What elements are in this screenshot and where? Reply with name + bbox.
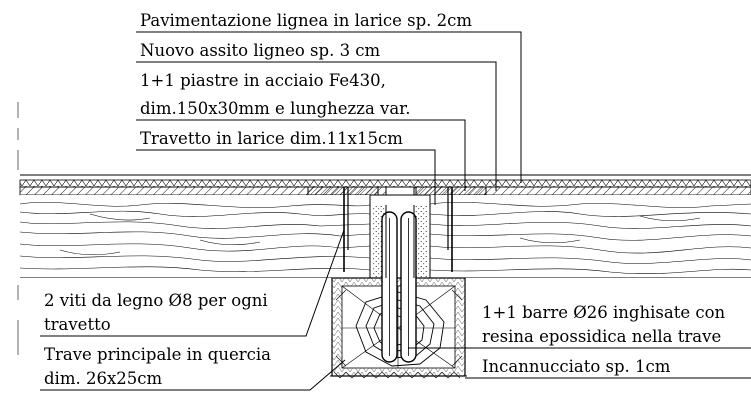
label-trave-line1: Trave principale in quercia — [44, 345, 271, 364]
label-trave-line2: dim. 26x25cm — [44, 369, 163, 388]
label-piastre-line1: 1+1 piastre in acciaio Fe430, — [140, 71, 386, 90]
label-piastre-line2: dim.150x30mm e lunghezza var. — [140, 99, 411, 118]
label-incannucciato: Incannucciato sp. 1cm — [482, 357, 671, 376]
label-viti-line2: travetto — [44, 315, 111, 334]
main-beam — [330, 277, 467, 379]
label-viti-line1: 2 viti da legno Ø8 per ogni — [44, 291, 268, 310]
label-barre-line1: 1+1 barre Ø26 inghisate con — [482, 303, 726, 322]
label-barre-line2: resina epossidica nella trave — [482, 327, 721, 346]
label-travetto: Travetto in larice dim.11x15cm — [140, 129, 403, 148]
label-assito: Nuovo assito ligneo sp. 3 cm — [140, 41, 381, 60]
label-pavimentazione: Pavimentazione lignea in larice sp. 2cm — [140, 11, 472, 30]
steel-bars — [381, 205, 417, 363]
leader-lines — [40, 31, 751, 391]
